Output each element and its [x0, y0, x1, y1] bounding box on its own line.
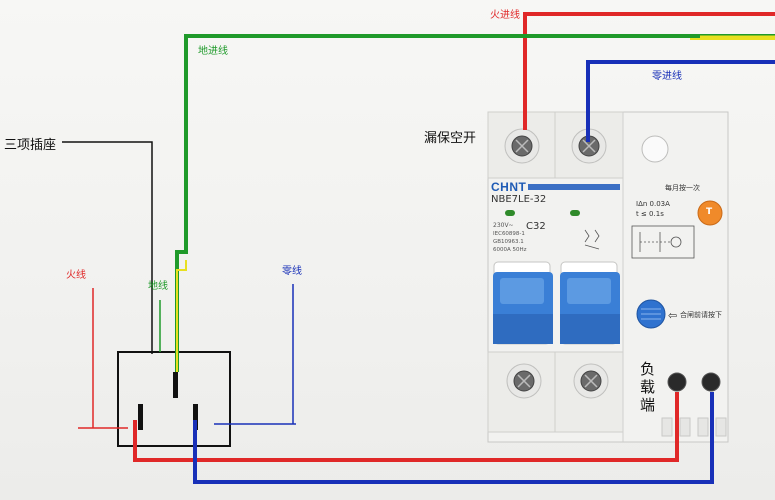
load-label-2: 载	[640, 378, 656, 396]
standard2-label: GB10963.1	[493, 239, 524, 245]
trip-current-label: IΔn 0.03A	[636, 200, 670, 208]
socket-slot-fire	[138, 404, 143, 430]
fire-label-line	[78, 288, 128, 429]
fire-out-wire	[133, 392, 679, 462]
socket-leader-line	[62, 141, 153, 354]
load-label-3: 端	[640, 396, 656, 414]
neutral-in-wire	[586, 60, 775, 142]
brand-logo: CHNT	[491, 180, 527, 194]
fire-label: 火线	[66, 270, 86, 281]
rating-label: C32	[526, 221, 546, 232]
fire-in-wire	[523, 12, 775, 130]
ground-yellow-stripe	[176, 38, 775, 372]
indicator-left	[505, 210, 515, 216]
bottom-terminal-right[interactable]	[573, 363, 609, 399]
breaker-label: 漏保空开	[424, 131, 477, 146]
neutral-label: 零线	[282, 266, 302, 277]
standard1-label: IEC60898-1	[493, 231, 525, 237]
socket-slot-ground	[173, 372, 178, 398]
top-terminal-right[interactable]	[571, 128, 607, 164]
switch-symbol-icon	[584, 229, 600, 250]
neutral-in-label: 零进线	[652, 71, 682, 82]
socket-label: 三项插座	[4, 138, 57, 153]
load-terminal-neutral[interactable]	[701, 372, 721, 392]
fire-in-label: 火进线	[490, 10, 520, 21]
reset-button[interactable]	[636, 299, 666, 329]
test-button[interactable]	[697, 200, 723, 226]
indicator-right	[570, 210, 580, 216]
reset-note-label: 合闸前请按下	[680, 311, 722, 319]
brand-stripe	[528, 184, 620, 190]
circuit-symbol-icon	[631, 225, 695, 259]
model-label: NBE7LE-32	[491, 194, 547, 205]
neutral-label-line	[214, 284, 296, 425]
ground-in-label: 地进线	[198, 46, 228, 57]
reset-arrow-icon: ⇦	[668, 309, 677, 322]
test-note-label: 每月按一次	[665, 184, 700, 192]
load-terminal-fire[interactable]	[667, 372, 687, 392]
voltage-label: 230V~	[493, 222, 514, 229]
top-terminal-left[interactable]	[504, 128, 540, 164]
ground-label: 地线	[148, 281, 168, 292]
socket-slot-neutral	[193, 404, 198, 430]
capacity-label: 6000A 50Hz	[493, 247, 527, 253]
socket-outline	[117, 351, 231, 447]
neutral-out-wire	[193, 392, 714, 484]
load-label-1: 负	[640, 360, 656, 378]
breaker-toggle-right[interactable]	[560, 272, 620, 344]
breaker-toggle-left[interactable]	[493, 272, 553, 344]
test-button-label: T	[706, 207, 713, 217]
trip-time-label: t ≤ 0.1s	[636, 210, 664, 218]
status-window	[641, 135, 669, 163]
bottom-terminal-left[interactable]	[506, 363, 542, 399]
